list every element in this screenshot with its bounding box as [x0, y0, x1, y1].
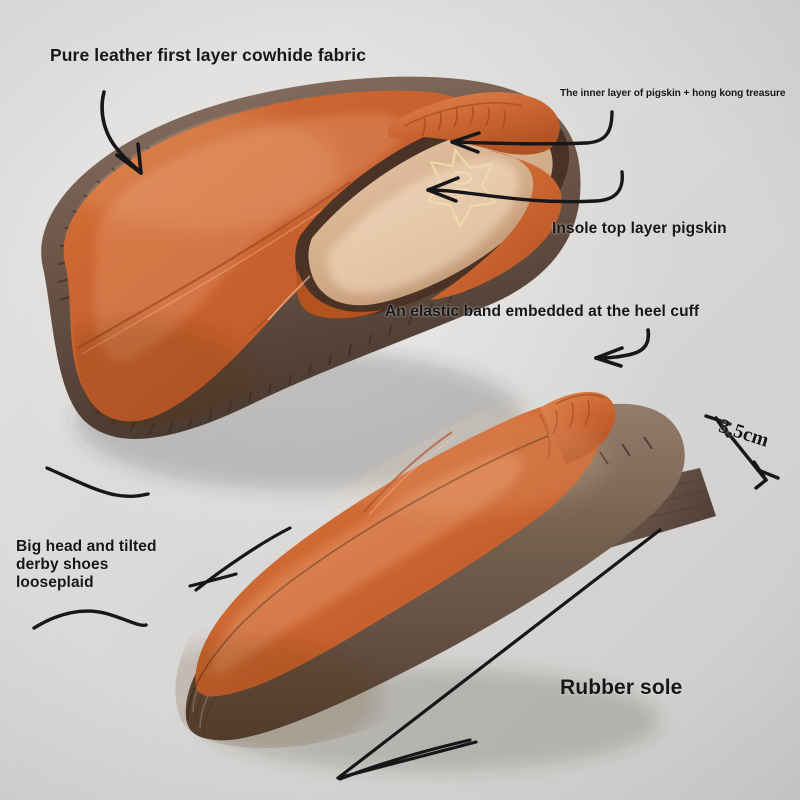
arrow-left-long-lining-icon [450, 110, 614, 154]
squiggle-upper-icon [45, 466, 150, 498]
shoe-bottom-side-view [175, 392, 716, 749]
arrow-down-icon [100, 90, 143, 175]
callout-rubber-sole: Rubber sole [560, 676, 683, 699]
collar-stitch [403, 102, 523, 127]
throat-lip [296, 270, 382, 319]
callout-inner-lining: The inner layer of pigskin + hong kong t… [560, 88, 786, 99]
pointer-to-toe-icon [194, 526, 292, 592]
elastic-gathers [421, 105, 506, 137]
throat-highlight [267, 275, 311, 321]
sole-bottom-edge [187, 435, 549, 721]
squiggle-lower-icon [32, 609, 148, 630]
heel-counter [430, 150, 562, 300]
arrow-left-long-insole-icon [426, 170, 624, 204]
collar-topline-stitch [555, 393, 605, 405]
arrow-long-diagonal-icon [336, 528, 662, 781]
callout-insole: Insole top layer pigskin [552, 220, 727, 237]
arrow-curve-down-left-icon [594, 328, 651, 368]
shoe-top-interior-view [41, 76, 581, 439]
callout-derby-fit: Big head and tilted derby shoes loosepla… [16, 538, 157, 591]
heel-cuff-collar [387, 92, 560, 155]
dimension-caliper-icon [704, 414, 780, 490]
callout-heel-elastic: An elastic band embedded at the heel cuf… [385, 303, 700, 320]
callout-leather-top: Pure leather first layer cowhide fabric [50, 45, 367, 65]
squiggle-tick-icon [188, 572, 238, 588]
